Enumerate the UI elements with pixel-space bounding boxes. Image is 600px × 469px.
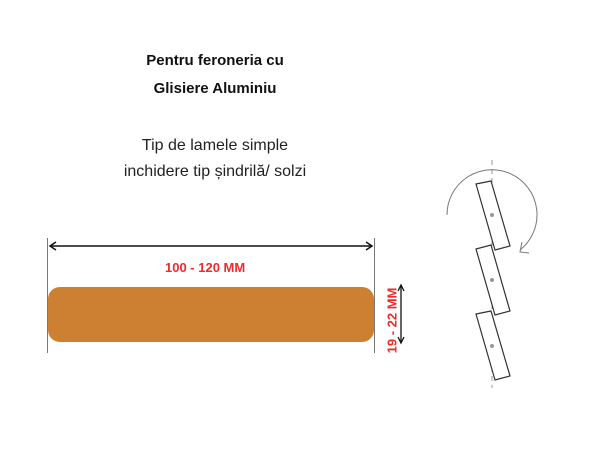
heading-line-1: Pentru feroneria cu bbox=[146, 52, 284, 69]
thickness-dimension-arrow-icon bbox=[397, 283, 405, 345]
shingle-slats-diagram-icon bbox=[446, 160, 538, 388]
heading-line-2: Glisiere Aluminiu bbox=[153, 80, 277, 97]
left-extension-line bbox=[47, 238, 48, 353]
subheading-line-1: Tip de lamele simple bbox=[141, 137, 289, 154]
right-extension-line bbox=[374, 238, 375, 353]
width-label: 100 - 120 MM bbox=[165, 260, 246, 275]
width-dimension-arrow-icon bbox=[48, 241, 374, 251]
wood-plank bbox=[48, 287, 374, 342]
subheading-line-2: inchidere tip șindrilă/ solzi bbox=[123, 163, 307, 180]
